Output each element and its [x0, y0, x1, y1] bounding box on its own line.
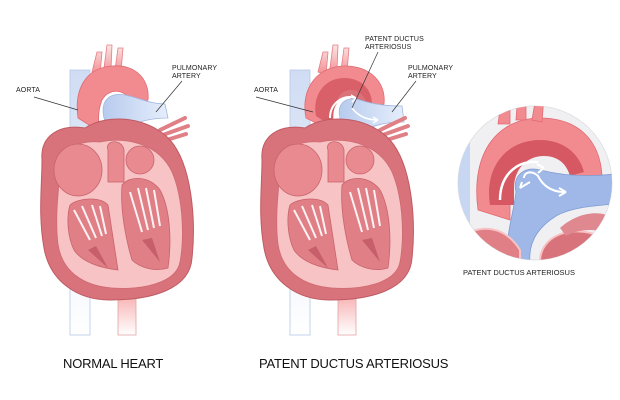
aorta-leader-normal — [33, 96, 79, 111]
pda-heart — [260, 44, 414, 336]
caption-normal-heart: NORMAL HEART — [63, 356, 164, 371]
label-aorta-pda: AORTA — [254, 87, 278, 94]
inset-caption: PATENT DUCTUS ARTERIOSUS — [463, 268, 575, 277]
label-line: PATENT DUCTUS — [365, 36, 424, 43]
label-line: PULMONARY — [172, 65, 218, 72]
aorta-normal — [76, 65, 149, 133]
caption-patent-ductus-arteriosus: PATENT DUCTUS ARTERIOSUS — [259, 356, 449, 371]
label-aorta-normal: AORTA — [16, 87, 40, 94]
label-pulmonary-artery-pda: PULMONARY ARTERY — [408, 65, 453, 81]
label-pulmonary-artery-normal: PULMONARY ARTERY — [172, 65, 217, 81]
pda-inset — [457, 105, 613, 261]
pda-leader — [351, 51, 379, 109]
aorta-leader-pda — [255, 96, 314, 113]
label-line: ARTERY — [408, 73, 437, 80]
normal-heart — [40, 44, 194, 336]
label-line: ARTERY — [172, 73, 201, 80]
pa-leader-normal — [155, 80, 183, 113]
label-line: ARTERIOSUS — [365, 44, 412, 51]
pa-leader-pda — [391, 80, 417, 113]
label-patent-ductus-arteriosus: PATENT DUCTUS ARTERIOSUS — [365, 36, 424, 52]
label-line: PULMONARY — [408, 65, 454, 72]
